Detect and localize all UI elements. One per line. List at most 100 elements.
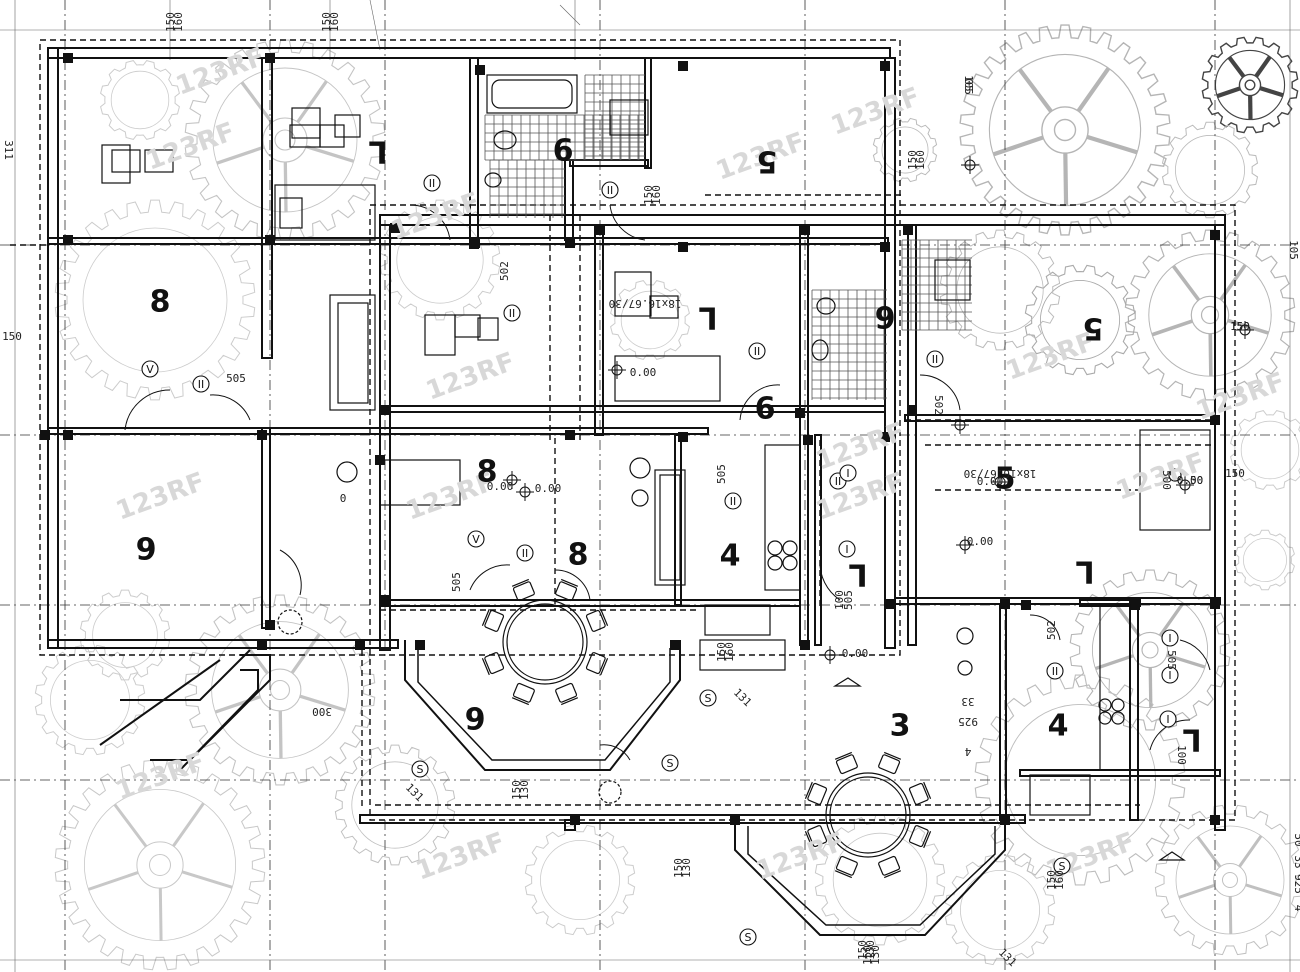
column-35 xyxy=(800,640,810,650)
dimension-label: 0 xyxy=(340,492,347,505)
dimension-label: 505 xyxy=(842,590,855,610)
column-40 xyxy=(1130,600,1140,610)
dimension-label: 0.00 xyxy=(967,535,994,548)
dining-chairs xyxy=(481,578,932,879)
dimension-label: 502 xyxy=(932,395,945,415)
dimension-label: 150 xyxy=(2,330,22,343)
dimension-label: 505 xyxy=(450,572,463,592)
column-18 xyxy=(380,405,390,415)
svg-text:II: II xyxy=(730,495,737,508)
tile-grid xyxy=(584,74,645,160)
gear-18 xyxy=(814,814,946,946)
svg-text:V: V xyxy=(472,533,480,546)
svg-text:II: II xyxy=(932,353,939,366)
level-marker-1 xyxy=(608,361,626,379)
dimension-label: 33 xyxy=(1292,855,1300,868)
chair xyxy=(585,608,609,632)
tile-grid xyxy=(489,159,565,218)
dimension-label: 0.00 xyxy=(487,480,514,493)
room-label: 3 xyxy=(890,709,911,744)
column-5 xyxy=(63,235,73,245)
room-label: L xyxy=(1075,554,1094,589)
dimension-label: 925 xyxy=(1292,874,1300,894)
room-label: 9 xyxy=(553,131,574,166)
column-0 xyxy=(63,53,73,63)
level-marker-9 xyxy=(961,156,979,174)
dimension-label: 505 xyxy=(1165,650,1178,670)
level-marker-3 xyxy=(991,473,1009,491)
gear-2 xyxy=(1161,121,1259,219)
column-34 xyxy=(670,640,680,650)
dimension-label: 0.00 xyxy=(535,482,562,495)
column-33 xyxy=(415,640,425,650)
gear-17 xyxy=(1154,804,1300,956)
svg-text:I: I xyxy=(1168,669,1171,682)
grid-bubble: V xyxy=(467,530,485,548)
gear-10 xyxy=(79,589,171,681)
grid-bubble: S xyxy=(1053,857,1071,875)
dimension-label: 160 xyxy=(172,12,185,32)
column-2 xyxy=(475,65,485,75)
chair xyxy=(804,825,828,849)
chair xyxy=(481,608,505,632)
grid-bubble: II xyxy=(601,181,619,199)
dimension-label: 150 xyxy=(672,858,685,878)
room-label: 6 xyxy=(136,530,157,565)
bathroom-tiles xyxy=(484,74,972,400)
column-13 xyxy=(595,225,605,235)
dimension-label: 160 xyxy=(1053,870,1066,890)
grid-bubble: II xyxy=(724,492,742,510)
column-32 xyxy=(355,640,365,650)
room-label: L xyxy=(848,557,867,592)
svg-text:S: S xyxy=(1059,860,1066,873)
room-label: 8 xyxy=(477,455,498,490)
dimension-label: 0.00 xyxy=(977,475,1004,488)
dimension-label: 33 xyxy=(961,695,974,708)
watermark-text: 123RF xyxy=(412,827,509,887)
column-1 xyxy=(265,53,275,63)
room-label: 5 xyxy=(757,144,778,179)
grid-bubble: II xyxy=(926,350,944,368)
chair xyxy=(555,578,579,602)
column-28 xyxy=(885,599,895,609)
svg-text:I: I xyxy=(1166,713,1169,726)
svg-text:II: II xyxy=(754,345,761,358)
room-label: 5 xyxy=(1083,311,1104,346)
dimension-label: 130 xyxy=(869,945,882,965)
gear-0 xyxy=(959,24,1171,236)
watermark-text: 123RF xyxy=(422,347,519,407)
column-23 xyxy=(1210,415,1220,425)
level-marker-7 xyxy=(951,416,969,434)
column-9 xyxy=(678,242,688,252)
dimension-label: 105 xyxy=(962,75,975,95)
dimension-label: 150 xyxy=(164,12,177,32)
gear-22 xyxy=(610,280,690,360)
dimension-label: 505 xyxy=(715,464,728,484)
room-label: 9 xyxy=(755,389,776,424)
column-22 xyxy=(880,432,890,442)
svg-text:II: II xyxy=(429,177,436,190)
gear-20 xyxy=(524,824,636,936)
walls xyxy=(47,47,1226,936)
svg-text:II: II xyxy=(835,475,842,488)
door-swings xyxy=(124,204,1211,761)
gear-6 xyxy=(872,117,938,183)
grid-bubble: I xyxy=(1159,710,1177,728)
grid-bubble: V xyxy=(141,360,159,378)
svg-text:V: V xyxy=(146,363,154,376)
dimension-label: 18x16.67/30 xyxy=(964,467,1037,480)
chair xyxy=(585,652,609,676)
room-label: 4 xyxy=(1048,709,1069,744)
chair xyxy=(878,855,902,879)
column-6 xyxy=(265,235,275,245)
chair xyxy=(511,682,535,706)
dimension-label: 100 xyxy=(1175,745,1188,765)
chair xyxy=(878,751,902,775)
tile-grid xyxy=(811,289,887,400)
grid-bubble: II xyxy=(423,174,441,192)
dimension-label: 130 xyxy=(518,780,531,800)
dimension-label: 505 xyxy=(226,372,246,385)
column-25 xyxy=(795,408,805,418)
